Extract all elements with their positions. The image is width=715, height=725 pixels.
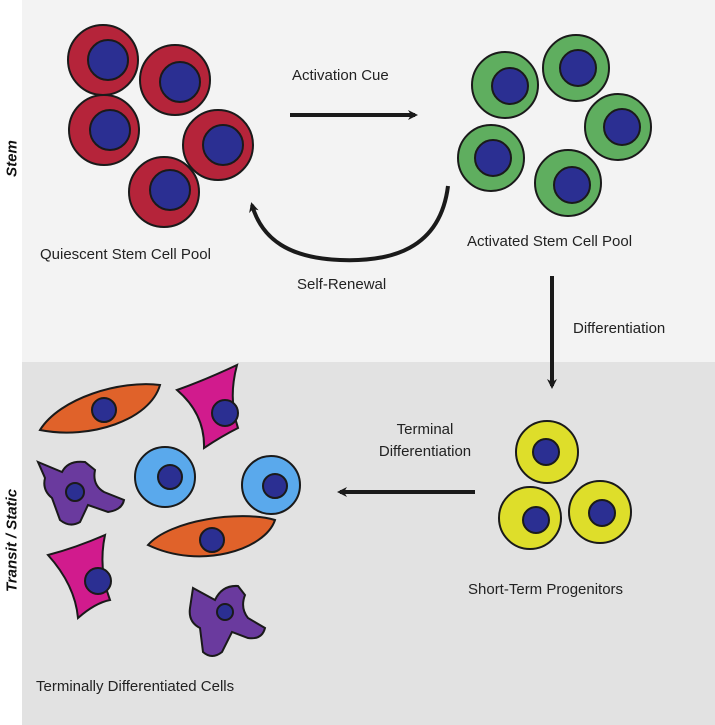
terminal-differentiation-label-line2: Differentiation bbox=[378, 443, 472, 460]
progenitors-label: Short-Term Progenitors bbox=[468, 581, 624, 598]
quiescent-cell bbox=[67, 24, 139, 96]
self-renewal-arrow bbox=[249, 185, 450, 263]
spindle-cell bbox=[146, 515, 277, 558]
activated-cell bbox=[542, 34, 610, 102]
terminally-differentiated-label: Terminally Differentiated Cells bbox=[36, 678, 235, 695]
progenitor-cells bbox=[498, 420, 632, 550]
differentiation-label: Differentiation bbox=[573, 320, 666, 337]
self-renewal-label: Self-Renewal bbox=[297, 276, 387, 293]
progenitor-cell bbox=[498, 486, 562, 550]
arrows bbox=[249, 110, 557, 497]
quiescent-pool-label: Quiescent Stem Cell Pool bbox=[40, 246, 211, 263]
progenitor-cell bbox=[515, 420, 579, 484]
quiescent-stem-cells bbox=[67, 24, 254, 228]
activated-cell bbox=[471, 51, 539, 119]
activated-stem-cells bbox=[457, 34, 652, 217]
activation-cue-label: Activation Cue bbox=[292, 67, 389, 84]
activated-cell bbox=[457, 124, 525, 192]
progenitor-cell bbox=[568, 480, 632, 544]
quiescent-cell bbox=[128, 156, 200, 228]
activated-cell bbox=[534, 149, 602, 217]
activated-cell bbox=[584, 93, 652, 161]
terminal-differentiation-label-line1: Terminal bbox=[396, 421, 454, 438]
quiescent-cell bbox=[182, 109, 254, 181]
activated-pool-label: Activated Stem Cell Pool bbox=[467, 233, 633, 250]
round-blue-cell bbox=[241, 455, 301, 515]
star-cell bbox=[175, 363, 240, 450]
branched-cell bbox=[188, 584, 267, 657]
round-blue-cell bbox=[134, 446, 196, 508]
quiescent-cell bbox=[139, 44, 211, 116]
spindle-cell bbox=[38, 383, 162, 434]
quiescent-cell bbox=[68, 94, 140, 166]
branched-cell bbox=[36, 460, 126, 526]
star-cell bbox=[46, 533, 112, 621]
terminally-differentiated-cells bbox=[36, 363, 301, 657]
